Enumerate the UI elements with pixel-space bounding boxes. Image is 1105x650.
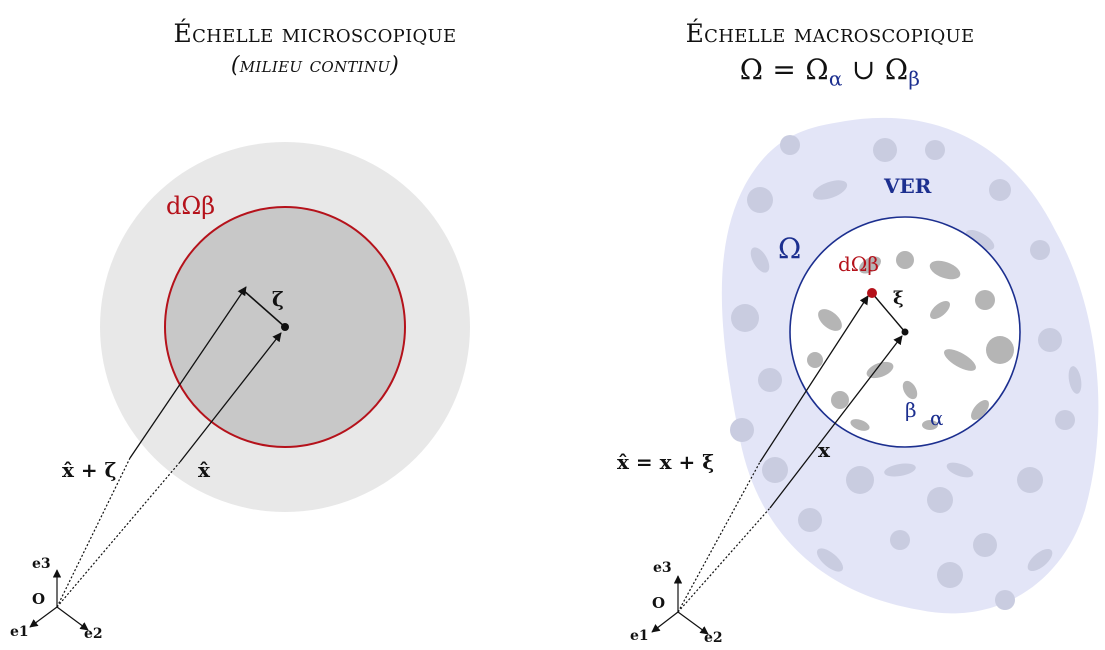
vec-xz-label: x̂ + ζ [62, 458, 117, 482]
left-title: Échelle microscopique [173, 19, 457, 48]
vec-x-label: x̂ [198, 458, 210, 482]
zeta-segment [242, 289, 286, 328]
vec-xhat-arrow [759, 295, 869, 463]
left-e3-label: e3 [32, 556, 51, 572]
vec-xz-arrow [129, 286, 247, 459]
left-origin-label: O [32, 590, 46, 608]
right-e3-label: e3 [653, 560, 672, 576]
vec-xhat-dotted [677, 461, 761, 613]
left-e2-axis [56, 606, 89, 631]
domain-equation: Ω = Ωα ∪ Ωβ [739, 53, 921, 91]
left-domain-label: dΩβ [166, 192, 216, 220]
right-e1-axis [651, 611, 679, 633]
vec-x-dotted [56, 461, 181, 608]
right-origin-label: O [652, 594, 666, 612]
right-title: Échelle macroscopique [685, 19, 975, 48]
left-e1-label: e1 [10, 624, 29, 640]
right-domain-label: dΩβ [838, 252, 879, 276]
xi-label: ξ [893, 288, 904, 309]
ver-center-point [901, 328, 909, 336]
zeta-label: ζ [272, 287, 284, 311]
vec-x-arrow-right [769, 335, 903, 509]
ver-label: VER [884, 174, 932, 198]
domain-point [867, 288, 877, 298]
right-e1-label: e1 [630, 628, 649, 644]
left-subtitle: (milieu continu) [230, 53, 400, 78]
left-title-block: Échelle microscopique (milieu continu) [95, 18, 535, 82]
right-e2-axis [677, 611, 709, 635]
right-title-block: Échelle macroscopique Ω = Ωα ∪ Ωβ [610, 18, 1050, 95]
right-e2-label: e2 [704, 630, 723, 646]
vec-xhat-label: x̂ = x + ξ [617, 450, 715, 474]
vec-x-label-right: x [818, 438, 830, 462]
beta-label: β [905, 398, 917, 422]
left-e2-label: e2 [84, 626, 103, 642]
vec-x-arrow [179, 332, 282, 463]
omega-label: Ω [778, 232, 802, 265]
xi-segment [871, 292, 906, 333]
left-e1-axis [29, 606, 58, 628]
alpha-label: α [930, 406, 944, 430]
center-point [281, 323, 289, 331]
vec-x-dotted-right [677, 507, 771, 613]
